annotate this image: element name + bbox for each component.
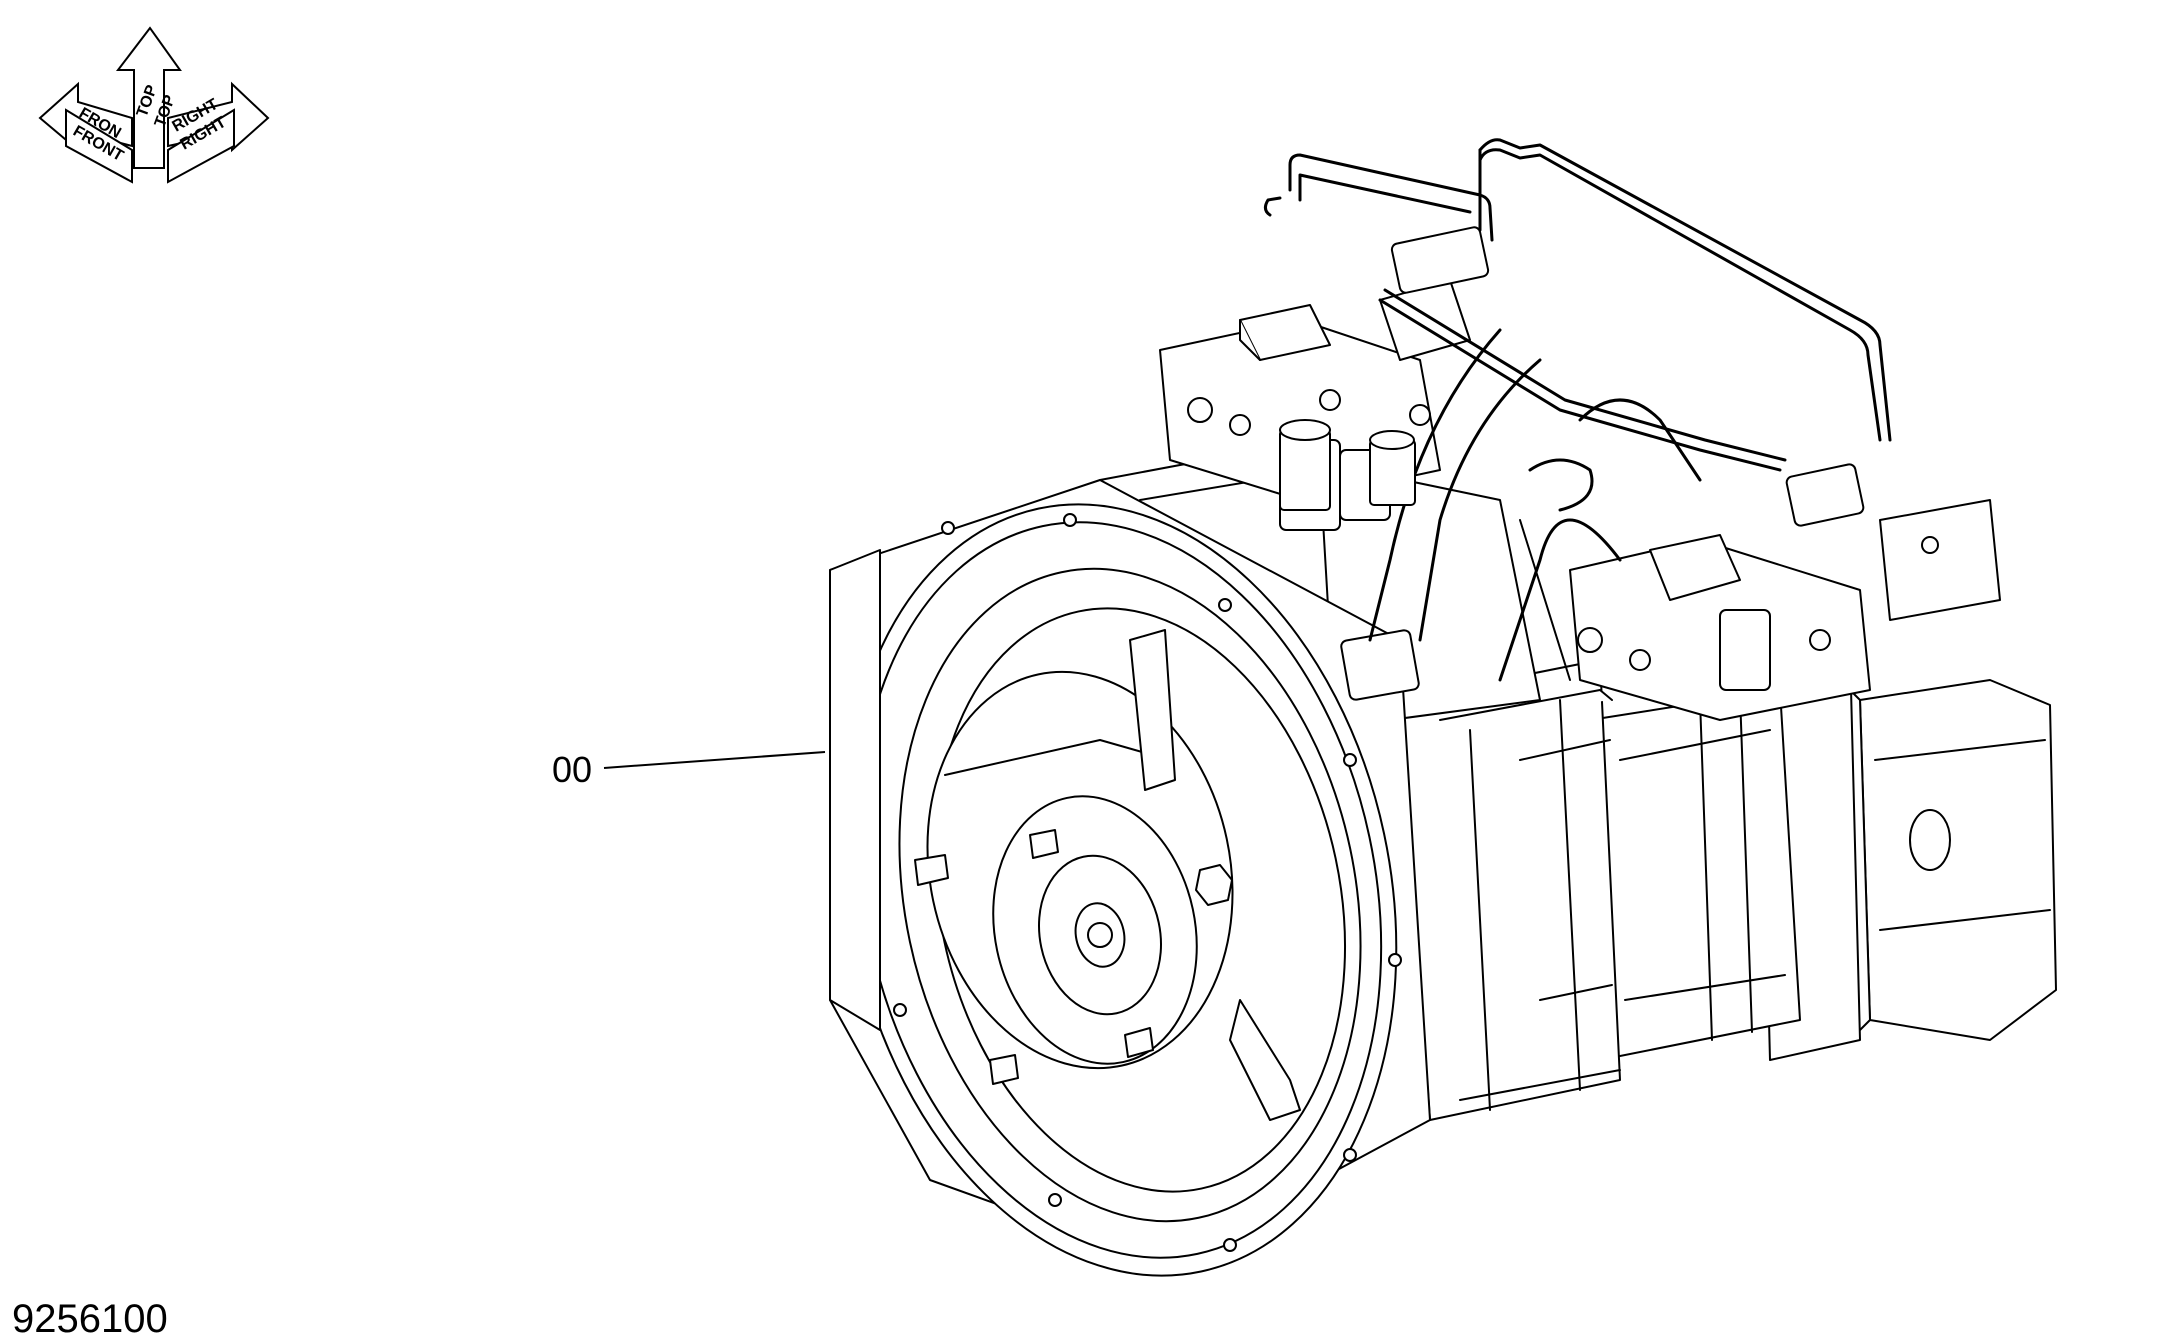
coupling-hub [914,629,1301,1121]
solenoid-valves [1340,226,1865,701]
left-side-plate [829,549,881,1031]
figure-number: 9256100 [12,1297,168,1341]
hydraulic-pump-assembly [829,138,2057,1277]
port-plugs [1279,419,1416,511]
orientation-indicator [38,26,270,184]
second-regulator-block [1569,499,2001,721]
rear-pump-housing [1759,649,2057,1061]
leader-line [603,751,826,769]
part-callout: 00 [552,749,826,790]
pump-barrel [1589,689,1801,1061]
pilot-piping [1263,138,1892,682]
up-arrow-icon [115,26,182,169]
front-pump-block [1399,659,1621,1121]
callout-label: 00 [552,749,592,790]
